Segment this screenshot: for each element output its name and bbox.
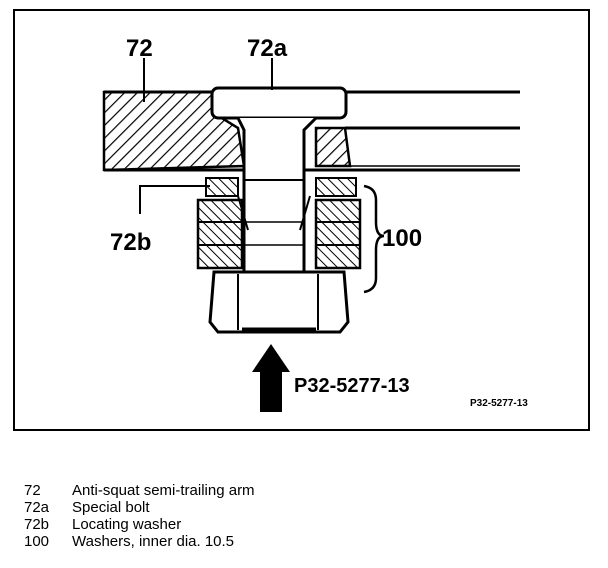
legend-text: Anti-squat semi-trailing arm [72, 482, 255, 499]
legend-item: 72 Anti-squat semi-trailing arm [24, 482, 444, 499]
washers-bracket [363, 184, 385, 294]
legend-text: Washers, inner dia. 10.5 [72, 533, 235, 550]
legend-item: 72b Locating washer [24, 516, 444, 533]
special-bolt [210, 86, 348, 292]
hex-nut [208, 270, 350, 334]
legend-key: 72b [24, 516, 50, 533]
figure-code: P32-5277-13 [294, 375, 410, 397]
legend-item: 100 Washers, inner dia. 10.5 [24, 533, 444, 550]
callout-72b: 72b [110, 229, 151, 256]
legend-key: 72 [24, 482, 41, 499]
callout-72a: 72a [247, 35, 288, 62]
leader-72b [139, 185, 210, 214]
legend-text: Special bolt [72, 499, 150, 516]
figure-code-small: P32-5277-13 [470, 398, 528, 409]
callout-72: 72 [126, 35, 153, 62]
figure-frame [13, 9, 590, 431]
locating-washer [205, 177, 357, 197]
legend: 72 Anti-squat semi-trailing arm 72a Spec… [24, 482, 444, 550]
washers-stack [196, 198, 362, 270]
legend-text: Locating washer [72, 516, 182, 533]
legend-key: 72a [24, 499, 50, 516]
direction-arrow [252, 344, 290, 412]
callout-100: 100 [382, 225, 422, 252]
semi-trailing-arm [102, 90, 520, 172]
legend-item: 72a Special bolt [24, 499, 444, 516]
legend-key: 100 [24, 533, 50, 550]
